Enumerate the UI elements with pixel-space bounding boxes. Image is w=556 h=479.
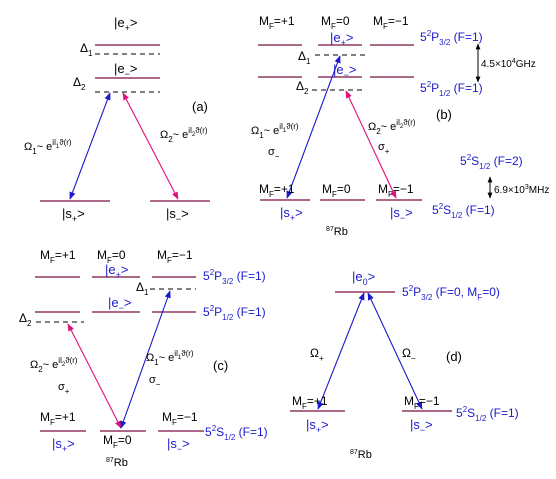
- panel-label-a: (a): [192, 99, 208, 114]
- label-mf-minus1: MF=−1: [162, 410, 198, 427]
- coupling-arrow-omega2: [345, 90, 397, 199]
- label-e-minus: |e−>: [333, 62, 356, 80]
- label-delta1: Δ1: [298, 49, 311, 66]
- label-omega1-coupling: Ω1~ eil1ϑ(r): [146, 349, 194, 367]
- panel-d: |e0> 52P3/2 (F=0, MF=0) Ω+ Ω− (d) MF=+1 …: [290, 269, 519, 461]
- label-mf-minus1: MF=−1: [373, 14, 409, 31]
- coupling-arrow-omega1: [120, 290, 171, 429]
- label-s-minus: |s−>: [166, 206, 189, 224]
- label-s-plus: |s+>: [280, 205, 303, 223]
- label-mf-plus1: MF=+1: [40, 410, 76, 427]
- label-delta2: Δ2: [19, 311, 32, 328]
- panel-label-c: (c): [213, 358, 228, 373]
- label-p12-f1: 52P1/2 (F=1): [420, 80, 483, 98]
- label-mf-zero: MF=0: [322, 182, 351, 199]
- label-s-plus: |s+>: [306, 417, 329, 435]
- coupling-arrow-omega2: [67, 323, 122, 429]
- label-sigma-minus: σ−: [149, 374, 161, 389]
- label-delta2: Δ2: [73, 75, 86, 92]
- label-s-plus: |s+>: [52, 436, 75, 454]
- coupling-arrow-omega1: [69, 92, 111, 200]
- panel-a: |e+> |e−> Δ1 Δ2 Ω1~ eil1ϑ(r) Ω2~ eil2ϑ(r…: [24, 15, 210, 224]
- label-sigma-plus: σ+: [378, 141, 390, 156]
- panel-c: MF=+1 MF=0 MF=−1 |e+> |e−> Δ1 Δ2 52P3/2 …: [19, 248, 268, 469]
- label-e0: |e0>: [352, 269, 375, 287]
- coupling-arrow-omega2: [122, 92, 179, 200]
- label-s-minus: |s−>: [390, 205, 413, 223]
- label-e-minus: |e−>: [108, 295, 131, 313]
- label-s12-f1: 52S1/2 (F=1): [432, 202, 495, 220]
- label-e-plus: |e+>: [105, 262, 128, 280]
- label-mf-zero: MF=0: [97, 248, 126, 265]
- label-omega-minus: Ω−: [402, 346, 416, 363]
- label-e-plus: |e+>: [114, 15, 137, 33]
- label-mf-plus1: MF=+1: [292, 394, 328, 411]
- label-s-minus: |s−>: [410, 417, 433, 435]
- label-omega-plus: Ω+: [310, 346, 324, 363]
- coupling-arrow-omega-plus: [317, 292, 365, 410]
- label-splitting-s: 6.9×103MHz: [494, 184, 549, 196]
- label-delta2: Δ2: [296, 79, 309, 96]
- panel-label-d: (d): [446, 349, 462, 364]
- label-mf-minus1: MF=−1: [404, 394, 440, 411]
- label-sigma-plus: σ+: [58, 381, 70, 396]
- label-omega1-coupling: Ω1~ eil1ϑ(r): [24, 138, 72, 156]
- label-mf-minus1: MF=−1: [157, 248, 193, 265]
- coupling-arrow-omega1: [286, 55, 341, 199]
- label-mf-plus1: MF=+1: [259, 14, 295, 31]
- label-omega2-coupling: Ω2~ eil2ϑ(r): [368, 118, 416, 136]
- label-rb87: 87Rb: [326, 226, 348, 238]
- label-delta1: Δ1: [80, 41, 93, 58]
- label-splitting-p: 4.5×104GHz: [481, 58, 536, 70]
- label-mf-zero: MF=0: [321, 14, 350, 31]
- label-s12-f1: 52S1/2 (F=1): [456, 405, 519, 423]
- label-s12-f1: 52S1/2 (F=1): [205, 424, 268, 442]
- panel-b: MF=+1 MF=0 MF=−1 |e+> |e−> Δ1 Δ2 52P3/2 …: [251, 14, 549, 238]
- label-omega1-coupling: Ω1~ eil1ϑ(r): [251, 122, 299, 140]
- label-mf-plus1: MF=+1: [40, 248, 76, 265]
- label-s-minus: |s−>: [167, 436, 190, 454]
- coupling-arrow-omega-minus: [367, 292, 423, 410]
- label-rb87: 87Rb: [350, 449, 372, 461]
- label-p12-f1: 52P1/2 (F=1): [203, 304, 266, 322]
- label-p32-f0: 52P3/2 (F=0, MF=0): [402, 284, 500, 302]
- label-e-plus: |e+>: [330, 30, 353, 48]
- label-s-plus: |s+>: [62, 206, 85, 224]
- label-p32-f1: 52P3/2 (F=1): [203, 268, 266, 286]
- label-s12-f2: 52S1/2 (F=2): [460, 153, 523, 171]
- label-mf-zero: MF=0: [103, 433, 132, 450]
- label-omega2-coupling: Ω2~ eil2ϑ(r): [30, 356, 78, 374]
- panel-label-b: (b): [436, 107, 452, 122]
- label-p32-f1: 52P3/2 (F=1): [420, 29, 483, 47]
- label-rb87: 87Rb: [106, 457, 128, 469]
- label-omega2-coupling: Ω2~ eil2ϑ(r): [160, 126, 208, 144]
- label-mf-plus1: MF=+1: [259, 182, 295, 199]
- label-sigma-minus: σ−: [268, 146, 280, 161]
- label-e-minus: |e−>: [114, 61, 137, 79]
- label-delta1: Δ1: [136, 280, 149, 297]
- label-mf-minus1: MF=−1: [378, 182, 414, 199]
